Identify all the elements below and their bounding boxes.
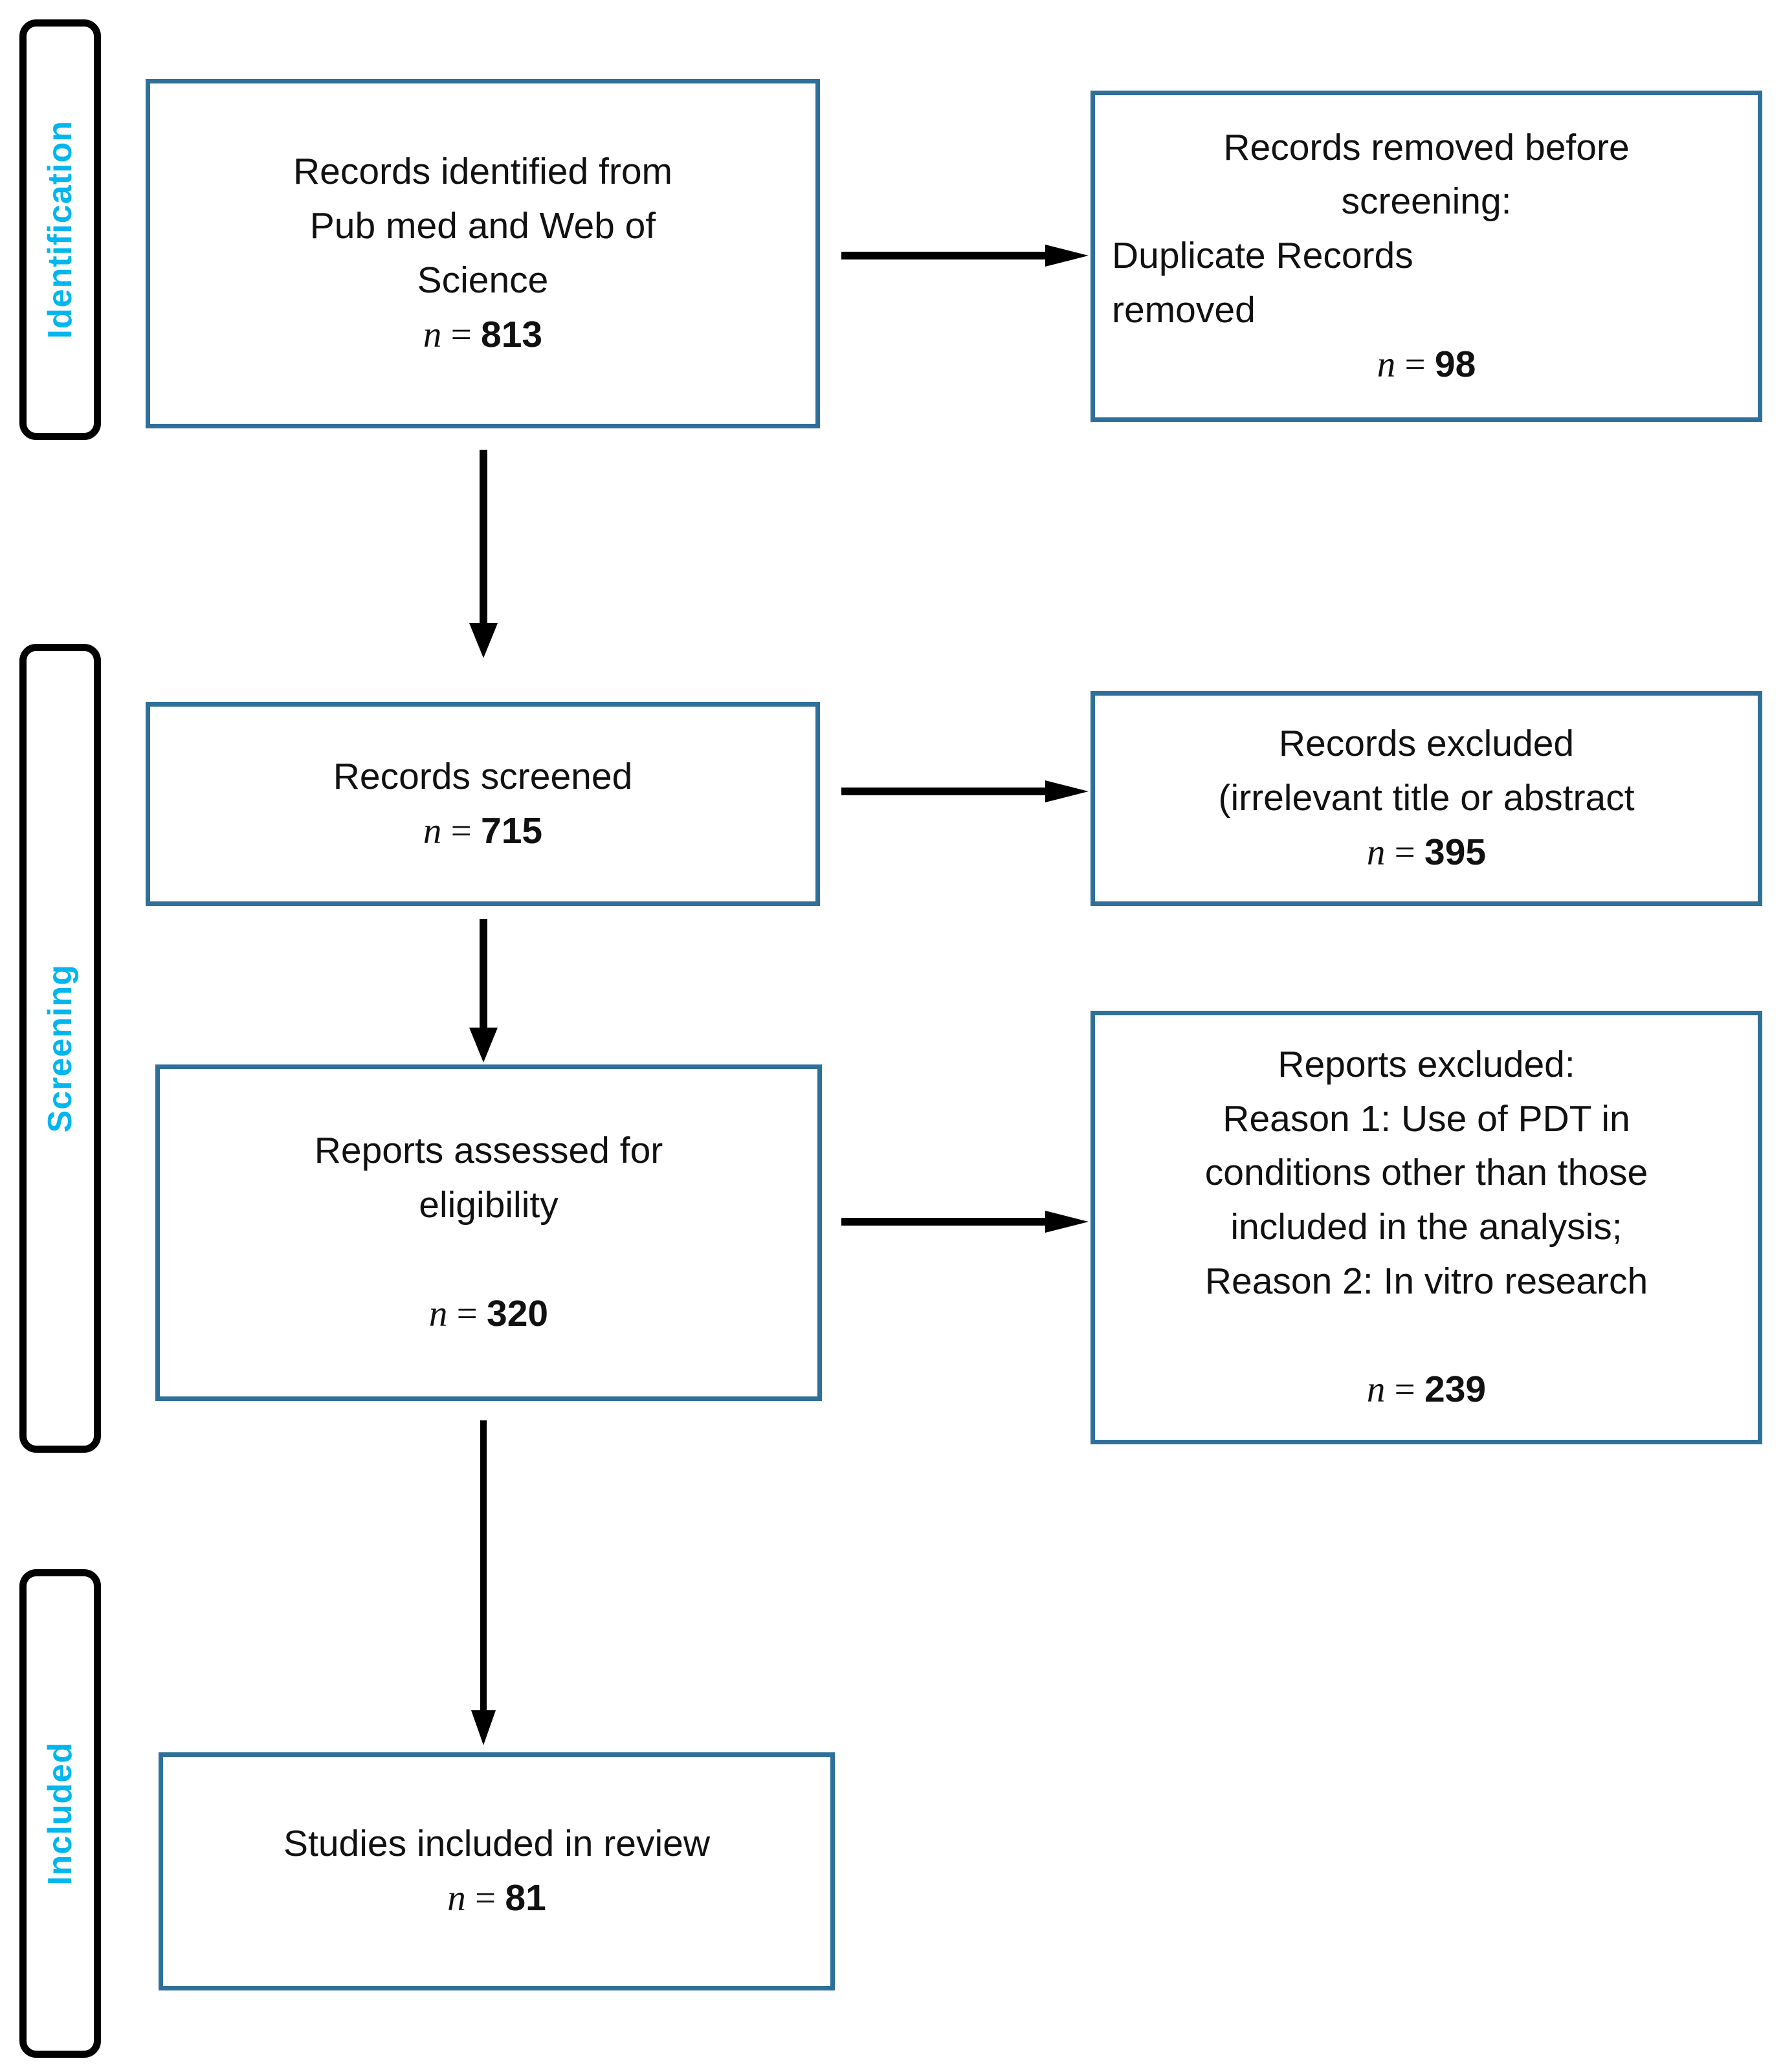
- box-line: removed: [1112, 289, 1256, 331]
- arrow-screened-to-excluded: [841, 780, 1089, 802]
- box-line: Reason 2: In vitro research: [1204, 1260, 1648, 1302]
- count-value: 813: [481, 313, 543, 355]
- box-records-screened: Records screened n = 715: [146, 702, 820, 906]
- count-equals: =: [1385, 832, 1425, 873]
- arrow-assessed-to-included: [471, 1420, 496, 1745]
- count-symbol: n: [1366, 1369, 1386, 1411]
- count-symbol: n: [1377, 344, 1396, 385]
- count-value: 715: [481, 810, 543, 852]
- count-equals: =: [1385, 1369, 1425, 1411]
- count-value: 98: [1434, 343, 1476, 385]
- box-count: n = 81: [180, 1871, 814, 1926]
- box-records-identified: Records identified from Pub med and Web …: [146, 79, 820, 428]
- stage-capsule-included: Included: [19, 1569, 101, 2058]
- count-value: 320: [487, 1292, 549, 1334]
- box-reports-assessed: Reports assessed for eligibility n = 320: [155, 1064, 822, 1401]
- box-line: Records removed before: [1223, 126, 1630, 168]
- count-value: 395: [1424, 831, 1487, 873]
- stage-label-identification: Identification: [41, 120, 79, 339]
- arrow-identified-to-removed: [841, 245, 1089, 267]
- box-line: Reason 1: Use of PDT in: [1223, 1097, 1630, 1140]
- box-count: n = 320: [177, 1287, 801, 1341]
- box-count: n = 813: [167, 308, 799, 362]
- box-count: n = 715: [167, 804, 799, 859]
- box-studies-included: Studies included in review n = 81: [159, 1752, 835, 1990]
- box-line: Records identified from: [293, 151, 673, 193]
- count-equals: =: [465, 1878, 505, 1919]
- count-equals: =: [1395, 344, 1435, 385]
- box-line: Records screened: [333, 755, 633, 797]
- box-reports-excluded: Reports excluded: Reason 1: Use of PDT i…: [1091, 1011, 1762, 1444]
- box-records-excluded: Records excluded (irrelevant title or ab…: [1091, 691, 1762, 906]
- arrow-identified-to-screened: [469, 450, 498, 658]
- count-symbol: n: [447, 1878, 466, 1919]
- count-equals: =: [441, 314, 482, 355]
- box-count: n = 239: [1112, 1363, 1741, 1417]
- box-line: conditions other than those: [1204, 1152, 1648, 1194]
- count-equals: =: [441, 810, 482, 852]
- count-symbol: n: [1366, 832, 1386, 873]
- box-count: n = 98: [1112, 338, 1741, 392]
- count-value: 239: [1424, 1369, 1487, 1411]
- box-line: Pub med and Web of: [309, 205, 656, 247]
- box-line: Studies included in review: [283, 1823, 711, 1865]
- box-line: Reports excluded:: [1278, 1043, 1575, 1085]
- count-value: 81: [505, 1877, 546, 1919]
- count-symbol: n: [423, 314, 442, 355]
- box-count: n = 395: [1112, 826, 1741, 880]
- box-line: eligibility: [419, 1184, 559, 1226]
- stage-capsule-identification: Identification: [19, 19, 101, 440]
- box-line: Duplicate Records: [1112, 235, 1413, 277]
- count-symbol: n: [428, 1293, 448, 1334]
- stage-capsule-screening: Screening: [19, 644, 101, 1453]
- count-equals: =: [447, 1293, 487, 1334]
- box-line: Science: [417, 259, 549, 301]
- count-symbol: n: [423, 810, 442, 852]
- box-line: screening:: [1341, 181, 1512, 223]
- box-line: Records excluded: [1278, 723, 1575, 765]
- box-line: Reports assessed for: [314, 1130, 663, 1172]
- box-line: (irrelevant title or abstract: [1218, 777, 1635, 819]
- box-line: included in the analysis;: [1230, 1206, 1622, 1248]
- arrow-assessed-to-reports-excluded: [841, 1211, 1089, 1233]
- arrow-screened-to-assessed: [469, 919, 498, 1063]
- stage-label-screening: Screening: [41, 964, 79, 1133]
- box-records-removed: Records removed before screening: Duplic…: [1091, 91, 1762, 422]
- stage-label-included: Included: [41, 1741, 79, 1886]
